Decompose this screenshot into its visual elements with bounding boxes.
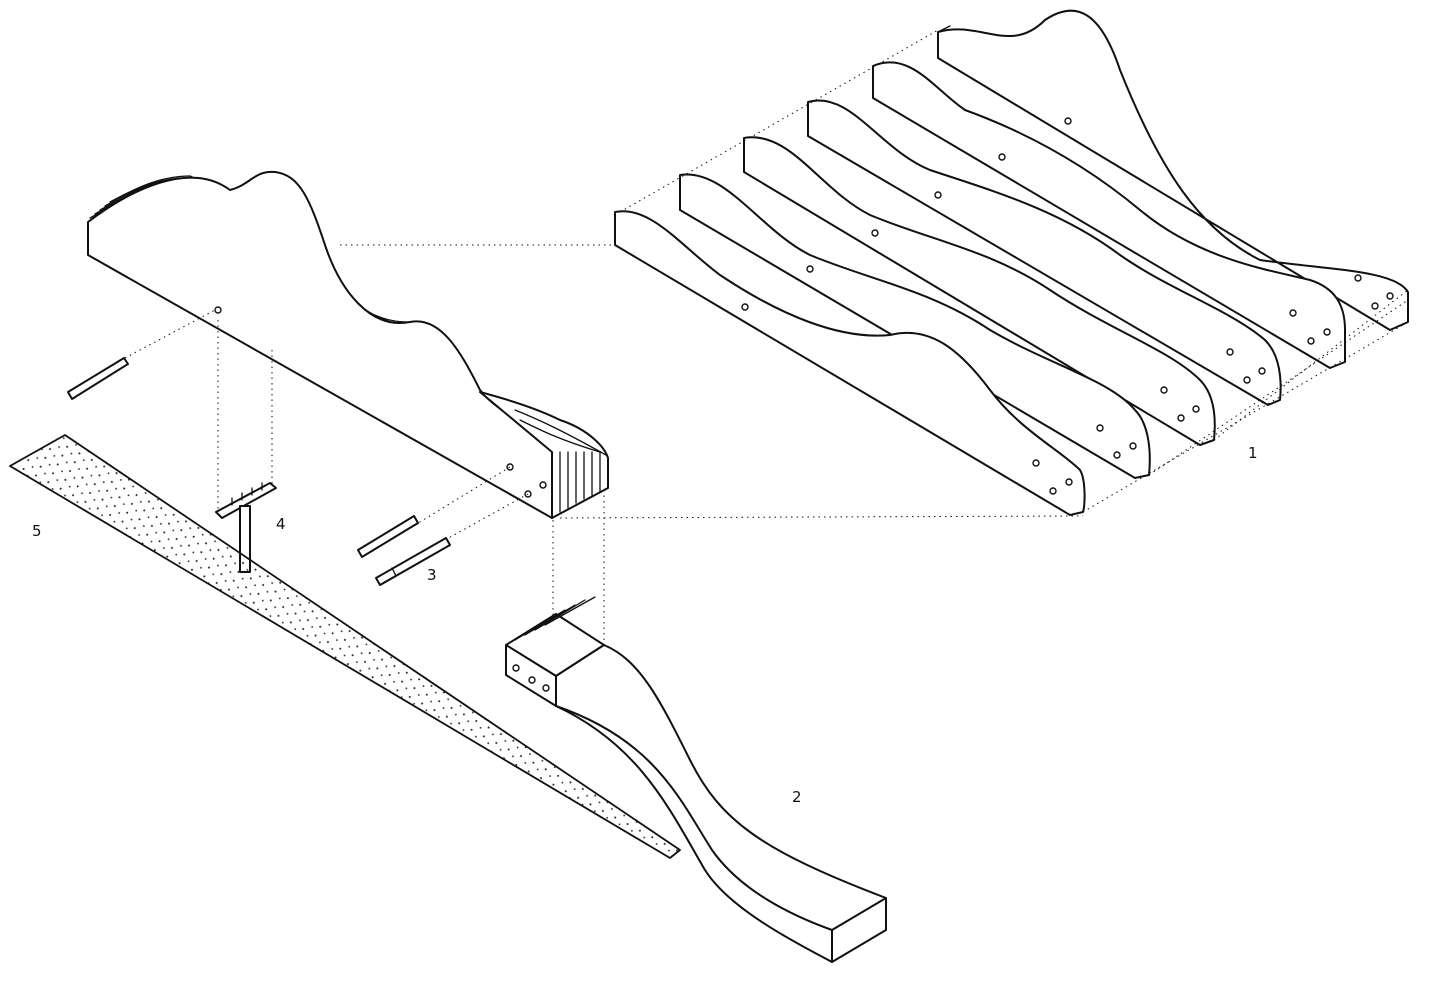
base-piece — [505, 596, 887, 963]
ground-strip — [9, 434, 681, 859]
label-3: 3 — [427, 566, 437, 584]
rib-1 — [614, 210, 1086, 516]
assembled-bench — [87, 170, 1084, 640]
rib-2 — [679, 173, 1151, 479]
label-5: 5 — [32, 522, 42, 540]
label-2: 2 — [792, 788, 802, 806]
dowel-group — [67, 357, 451, 586]
label-1: 1 — [1248, 444, 1258, 462]
exploded-ribs-group — [614, 9, 1409, 516]
rib-4 — [807, 99, 1282, 406]
rib-5 — [872, 61, 1346, 369]
label-4: 4 — [276, 515, 286, 533]
rib-6 — [937, 9, 1409, 331]
rib-3 — [743, 136, 1216, 446]
